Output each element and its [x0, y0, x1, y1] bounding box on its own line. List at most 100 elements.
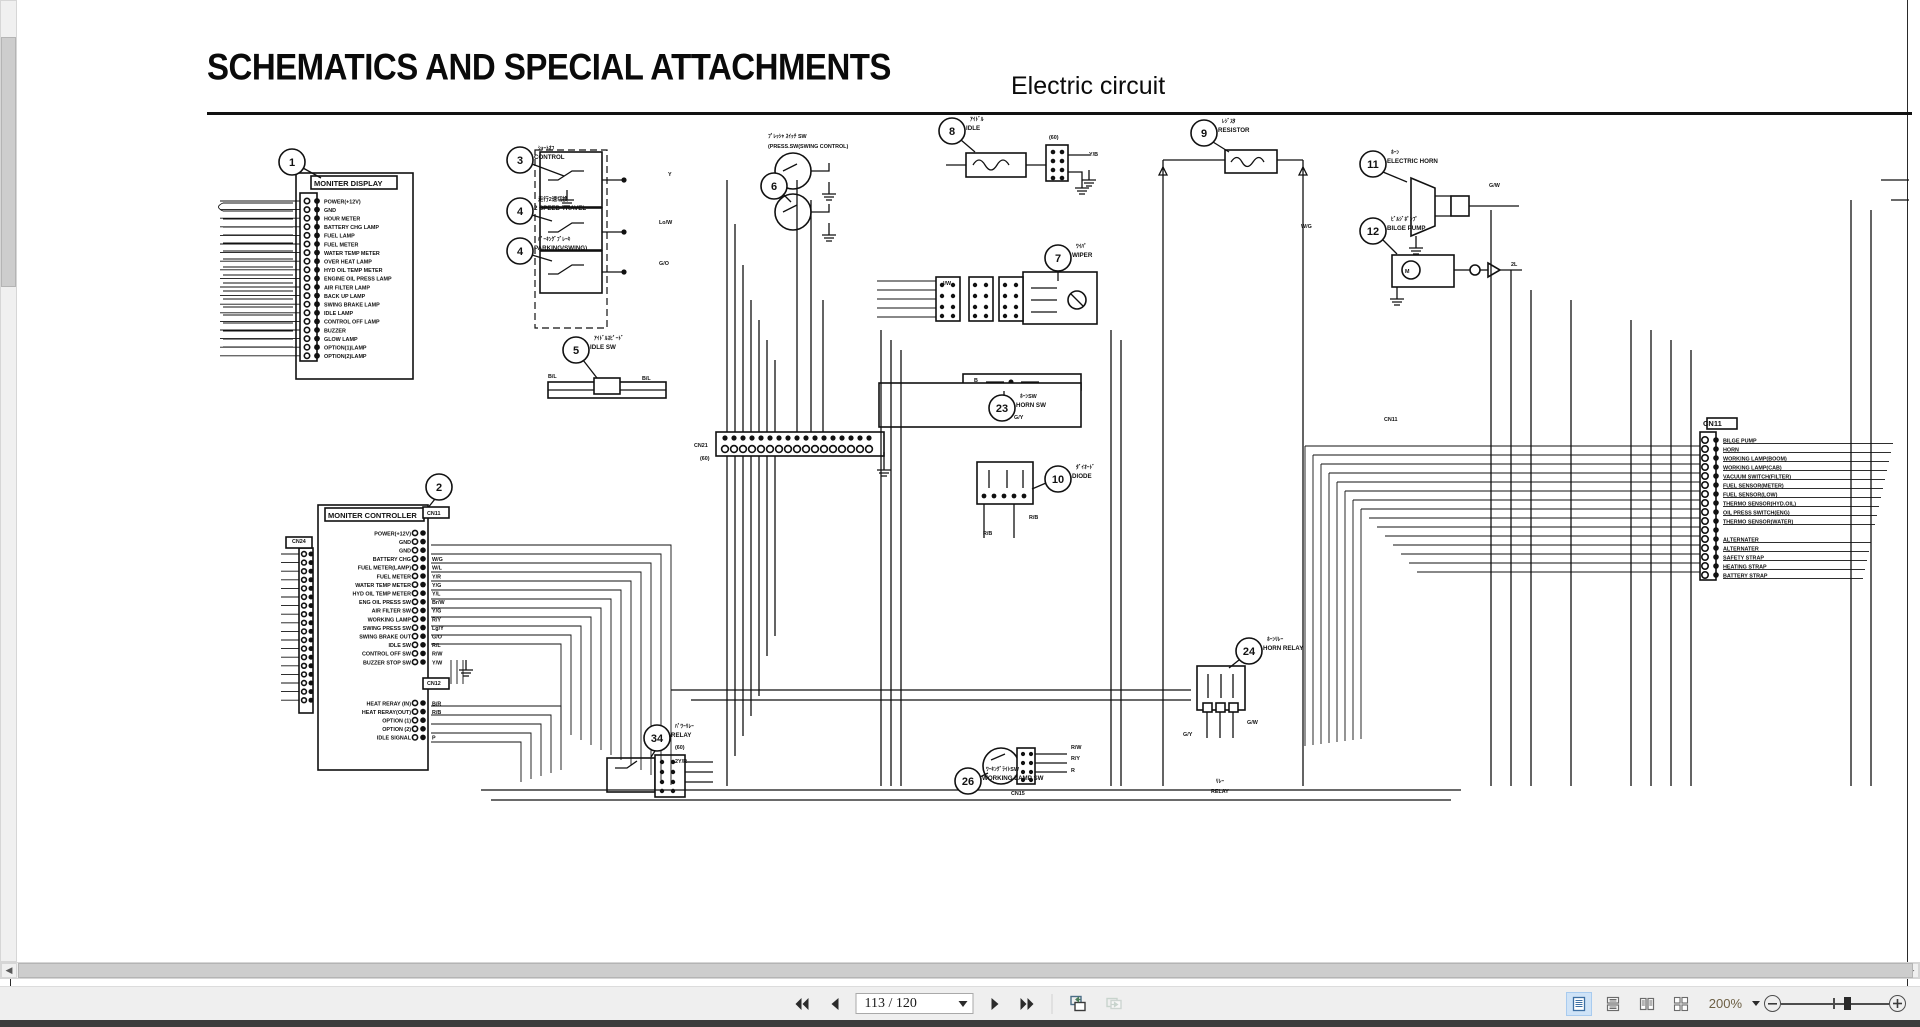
zoom-slider-handle[interactable] — [1844, 997, 1851, 1010]
previous-page-button[interactable] — [824, 992, 846, 1016]
cn14-pin — [308, 628, 314, 634]
document-viewport[interactable]: SCHEMATICS AND SPECIAL ATTACHMENTS Elect… — [0, 0, 1920, 986]
cn14-pin — [308, 585, 314, 591]
controller-pin-label: SWING BRAKE OUT — [359, 635, 412, 641]
controller-wire-code: R/B — [432, 710, 441, 716]
first-page-button[interactable] — [792, 992, 814, 1016]
controller-pin — [420, 599, 426, 605]
display-pin-label: AIR FILTER LAMP — [324, 285, 370, 291]
zoom-slider[interactable] — [1781, 995, 1889, 1012]
display-pin-socket — [303, 231, 311, 239]
next-view-button[interactable] — [1103, 992, 1129, 1016]
controller-pin — [420, 564, 426, 571]
svg-text:M: M — [1405, 269, 1410, 275]
control-switch-group — [534, 149, 627, 329]
cn14-pin-socket — [300, 628, 308, 635]
controller-wire-code: P — [432, 736, 436, 742]
right-connector-pin-label: THERMO SENSOR(WATER) — [1723, 519, 1793, 525]
cn14-pin-socket — [300, 593, 308, 601]
next-page-button[interactable] — [984, 992, 1006, 1016]
horizontal-scrollbar-thumb[interactable] — [18, 963, 1913, 978]
scroll-left-button[interactable]: ◀ — [1, 963, 17, 978]
vertical-scrollbar-thumb[interactable] — [1, 37, 16, 287]
controller-pin-socket — [411, 598, 419, 606]
display-pin — [314, 232, 320, 239]
diode-block — [976, 461, 1034, 538]
display-pin-label: OPTION(1)LAMP — [324, 346, 367, 352]
controller-pin-label: AIR FILTER SW — [372, 609, 412, 615]
display-pin — [314, 275, 320, 282]
cn14-pin — [308, 654, 314, 660]
view-mode-single-button[interactable] — [1566, 991, 1592, 1016]
controller-wire-code: G/O — [432, 635, 442, 641]
vertical-scrollbar[interactable] — [0, 0, 17, 962]
callout-label-jp: ﾋﾞﾙｼﾞﾎﾟﾝﾌﾟ — [1391, 215, 1418, 223]
cn14-pin-socket — [300, 636, 308, 644]
connector-tab-cn12 — [422, 677, 450, 690]
schematic-annotation: G/Y — [1014, 415, 1024, 421]
right-connector-pin-label: BATTERY STRAP — [1723, 573, 1768, 579]
schematic-annotation: (60) — [675, 745, 685, 751]
schematic-annotation: CN11 — [1384, 417, 1397, 423]
zoom-in-button[interactable] — [1889, 995, 1906, 1012]
controller-wire-code: Br/W — [432, 600, 445, 606]
controller-pin — [420, 547, 426, 553]
horn-switch — [878, 373, 1082, 428]
last-page-button[interactable] — [1016, 992, 1038, 1016]
controller-pin-socket — [411, 641, 419, 649]
right-cn11-connector — [1699, 417, 1738, 581]
callout-label-jp: ﾎｰﾝ — [1391, 149, 1399, 156]
display-pin-label: OVER HEAT LAMP — [324, 260, 372, 266]
schematic-annotation: R/Y — [1071, 756, 1080, 762]
controller-pin-socket — [411, 607, 419, 614]
controller-pin — [420, 708, 426, 715]
zoom-out-button[interactable] — [1764, 995, 1781, 1012]
view-mode-two-page-button[interactable] — [1634, 992, 1660, 1016]
display-pin — [314, 309, 320, 316]
zoom-level-label: 200% — [1708, 996, 1742, 1011]
controller-pin-label: IDLE SIGNAL — [377, 736, 412, 742]
display-pin-socket — [303, 223, 311, 231]
schematic-annotation: ﾘﾚｰ — [1216, 778, 1224, 785]
horn-relay — [1196, 665, 1246, 738]
cn14-pin — [308, 577, 314, 583]
display-pin-label: ENGINE OIL PRESS LAMP — [324, 277, 392, 283]
zoom-slider-tick — [1833, 998, 1835, 1009]
callout-label-en: HORN SW — [1016, 402, 1046, 409]
view-mode-continuous-button[interactable] — [1600, 992, 1626, 1016]
display-pin-label: FUEL METER — [324, 242, 358, 248]
display-wire-bundle — [218, 202, 293, 348]
callout-label-en: RELAY — [671, 732, 692, 739]
svg-text:11: 11 — [1367, 159, 1379, 171]
svg-text:24: 24 — [1243, 646, 1256, 658]
page-number-field[interactable]: 113 / 120 — [855, 993, 974, 1014]
schematic-annotation: R/W — [1071, 745, 1082, 751]
svg-text:5: 5 — [573, 345, 579, 357]
controller-pin — [420, 556, 426, 562]
view-mode-two-page-scroll-button[interactable] — [1668, 992, 1694, 1016]
previous-view-button[interactable] — [1067, 992, 1093, 1016]
svg-text:9: 9 — [1201, 128, 1207, 140]
svg-text:10: 10 — [1052, 474, 1064, 486]
display-pin — [314, 206, 320, 213]
controller-pin — [420, 538, 426, 545]
controller-pin-socket — [411, 546, 419, 554]
display-pin — [314, 344, 320, 351]
controller-pin — [420, 659, 426, 665]
controller-pin-socket — [411, 734, 419, 741]
right-connector-pin-label: SAFETY STRAP — [1723, 555, 1764, 561]
display-pin-label: OPTION(2)LAMP — [324, 354, 367, 360]
viewer-toolbar: 113 / 120 — [0, 986, 1920, 1020]
display-pin-label: BACK UP LAMP — [324, 294, 366, 300]
zoom-preset-caret-icon[interactable] — [1752, 1001, 1760, 1006]
schematic-annotation: CN24 — [292, 539, 306, 545]
cn14-pin — [308, 663, 314, 669]
controller-wire-code: W/G — [432, 557, 443, 563]
controller-pin-label: FUEL METER — [377, 574, 411, 580]
display-pin — [314, 215, 320, 222]
schematic-annotation: R/B — [1029, 515, 1038, 521]
chevron-down-icon[interactable] — [958, 994, 969, 1013]
right-connector-pin-label: ALTERNATER — [1723, 546, 1759, 552]
callout-label-jp: ﾜｰｷﾝｸﾞﾗｲﾄSW — [986, 765, 1020, 773]
